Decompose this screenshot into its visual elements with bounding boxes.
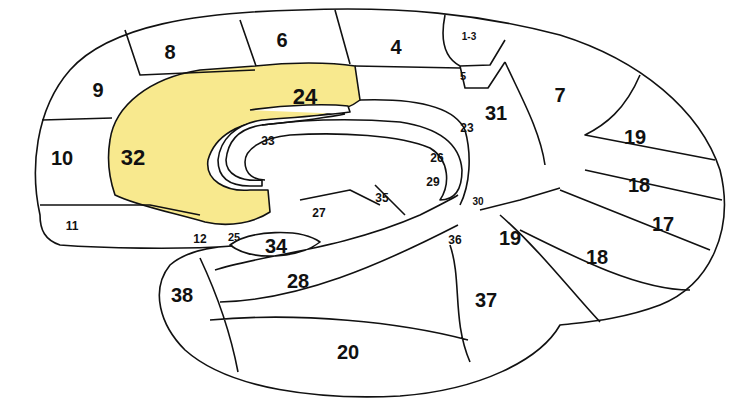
area-number: 31 [485,103,507,123]
area-number: 25 [228,232,240,243]
area-number: 26 [430,152,443,164]
area-number: 32 [121,147,145,169]
callosal-band [218,105,350,186]
cingulate-highlight [108,63,360,224]
area-boundaries [40,10,722,372]
corpus-callosum [245,120,462,200]
area-number: 19 [499,228,521,248]
area-number: 36 [448,234,461,246]
outer-outline [35,9,724,397]
area-number: 5 [460,71,466,82]
area-number: 30 [472,197,483,207]
area-number: 23 [460,122,473,134]
area-number: 11 [66,220,79,232]
area-number: 6 [276,30,287,50]
area-number: 19 [624,127,646,147]
area-number: 1-3 [462,32,476,42]
area-number: 35 [375,192,388,204]
area-number: 4 [390,37,401,57]
area-number: 18 [586,247,608,267]
area-number: 20 [337,342,359,362]
area-number: 38 [171,285,193,305]
area-number: 9 [92,80,103,100]
area-number: 7 [554,85,565,105]
area-number: 29 [426,176,439,188]
area-number: 37 [475,290,497,310]
area-number: 8 [164,42,175,62]
area-number: 33 [261,135,274,147]
area-number: 17 [652,214,674,234]
area-number: 12 [193,233,206,245]
area-number: 10 [51,148,73,168]
area-number: 24 [293,86,317,108]
area-number: 28 [287,271,309,291]
area-number: 34 [265,236,287,256]
area-number: 27 [312,207,325,219]
area-number: 18 [628,175,650,195]
